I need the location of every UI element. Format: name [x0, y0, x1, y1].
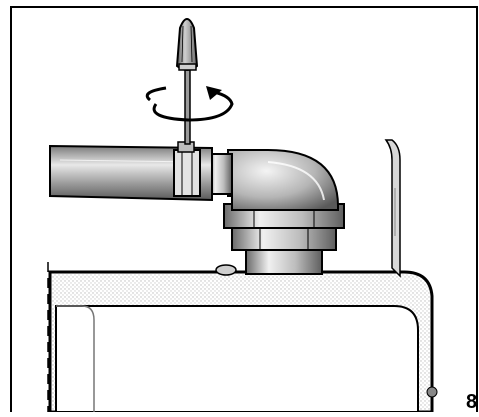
- elbow-fitting-icon: [207, 149, 339, 211]
- housing-boss: [215, 264, 237, 276]
- appliance-housing-icon: [47, 262, 438, 414]
- hex-nut-icon: [223, 203, 345, 275]
- mounting-bracket-icon: [384, 139, 401, 278]
- hose-clamp-icon: [173, 141, 201, 197]
- step-number-label: 8: [466, 391, 478, 413]
- screwdriver-icon: [175, 18, 199, 145]
- rotate-arrow-icon: [145, 86, 234, 122]
- hose-icon: [49, 144, 213, 202]
- frame-border: [10, 6, 478, 417]
